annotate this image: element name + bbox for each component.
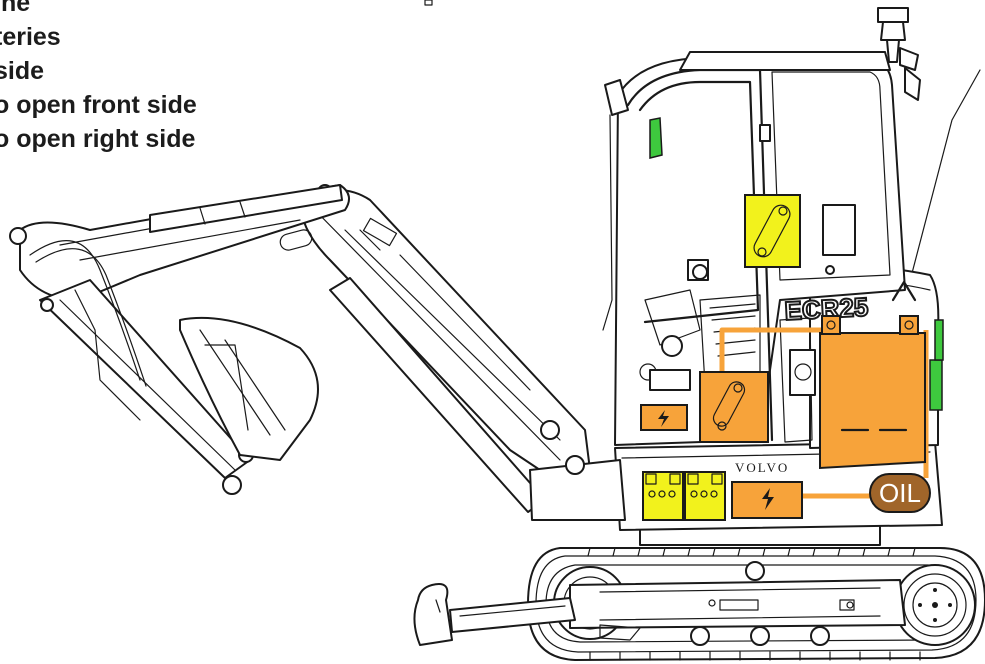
green-marker-rear-top	[934, 319, 944, 361]
boom-arm	[9, 184, 626, 521]
oil-label: OIL	[879, 478, 921, 508]
battery-right	[684, 471, 726, 521]
beacon-light	[877, 7, 921, 101]
hydraulic-tank	[819, 315, 926, 470]
electrical-box-upper	[640, 404, 688, 431]
track-assembly	[527, 547, 985, 661]
legend-line-side: side	[0, 57, 45, 85]
legend-line-open-front-side: o open front side	[0, 91, 197, 119]
dozer-blade	[413, 583, 576, 646]
oil-fill-badge: OIL	[869, 473, 931, 513]
cab-orange-panel	[699, 371, 769, 443]
battery-left	[642, 471, 684, 521]
electrical-box-lower	[731, 481, 803, 519]
orange-hose-upper	[719, 327, 823, 372]
legend-line-open-right-side: o open right side	[0, 125, 196, 153]
green-marker-rear	[929, 359, 943, 411]
model-badge: ECR25	[784, 292, 869, 326]
small-marker	[424, 0, 433, 6]
brand-label: VOLVO	[735, 460, 789, 475]
legend: ine teries side o open front side o open…	[0, 0, 197, 156]
cab-door-sticker	[744, 194, 801, 268]
leader-line	[904, 69, 981, 301]
legend-line-engine: ine	[0, 0, 31, 17]
legend-line-batteries: teries	[0, 23, 61, 51]
green-marker-cab	[649, 117, 663, 159]
